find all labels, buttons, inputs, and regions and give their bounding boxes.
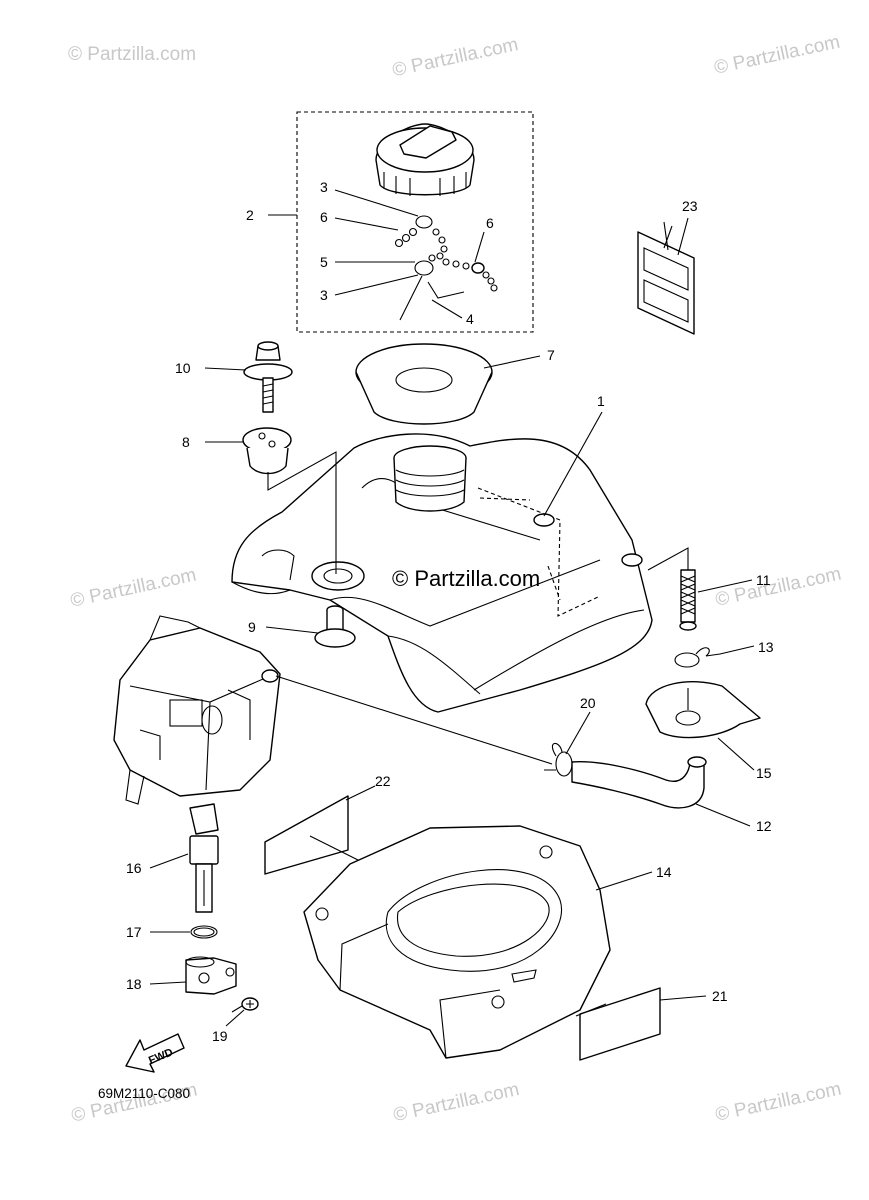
callout-19: 19	[212, 1028, 228, 1044]
leader-23	[677, 217, 689, 256]
callout-21: 21	[712, 988, 728, 1004]
callout-7: 7	[547, 347, 555, 363]
rubber-mount-damper	[242, 427, 292, 475]
callout-23: 23	[682, 198, 698, 214]
callout-13: 13	[758, 639, 774, 655]
warning-label-22	[264, 795, 349, 875]
bolt-with-washer	[243, 341, 293, 413]
callout-6a: 6	[320, 209, 328, 225]
leader-14	[595, 871, 653, 891]
callout-5: 5	[320, 254, 328, 270]
callout-6b: 6	[486, 215, 494, 231]
callout-9: 9	[248, 619, 256, 635]
cap-retaining-chain	[394, 215, 498, 321]
callout-12: 12	[756, 818, 772, 834]
hose-clip-small	[674, 647, 721, 668]
leader-11	[697, 579, 753, 593]
label-21-ref-line	[575, 1003, 607, 1017]
callout-3a: 3	[320, 179, 328, 195]
fuel-tank	[231, 433, 653, 713]
callout-16: 16	[126, 860, 142, 876]
callout-4: 4	[466, 311, 474, 327]
mounting-collar	[314, 605, 356, 648]
leader-18	[149, 981, 187, 985]
leader-6a	[334, 217, 399, 231]
bottom-cowling-cover	[303, 825, 611, 1059]
watermark-bottom-right: © Partzilla.com	[713, 1079, 843, 1126]
callout-labels: 1 2 3 3 4 5 6 6 7 8 9 10 11 12 13 14 15 …	[126, 179, 774, 1044]
warning-label-21	[579, 987, 661, 1061]
watermark-top-left: © Partzilla.com	[68, 44, 196, 65]
leader-19	[225, 1009, 245, 1027]
leader-4	[431, 299, 463, 319]
fuel-cap	[375, 123, 475, 196]
tank-fitting-plate	[645, 680, 761, 739]
caution-label-tag	[637, 221, 695, 335]
watermark-mid-right: © Partzilla.com	[713, 564, 843, 611]
watermark-top-right: © Partzilla.com	[712, 32, 842, 79]
fuel-hose	[571, 756, 707, 809]
leader-15	[717, 737, 755, 771]
callout-2: 2	[246, 207, 254, 223]
label-22-ref-line	[309, 835, 363, 863]
callout-3b: 3	[320, 287, 328, 303]
filler-neck-grommet	[355, 343, 493, 425]
callout-10: 10	[175, 360, 191, 376]
leader-13	[719, 645, 755, 655]
watermark-bottom-center: © Partzilla.com	[392, 1079, 522, 1126]
leader-21	[659, 995, 707, 1001]
callout-14: 14	[656, 864, 672, 880]
callout-20: 20	[580, 695, 596, 711]
leader-7	[483, 355, 541, 369]
callout-17: 17	[126, 924, 142, 940]
strainer-axis-line	[647, 547, 689, 574]
mounting-axis-line	[267, 451, 337, 574]
leader-9	[265, 626, 319, 634]
leader-3b	[334, 274, 419, 296]
choke-holder	[185, 956, 237, 995]
choke-rod	[189, 803, 219, 913]
phillips-screw	[231, 997, 259, 1013]
cap-assembly-group-box	[296, 111, 534, 333]
leader-16	[149, 853, 189, 869]
watermark-top-center: © Partzilla.com	[391, 34, 521, 81]
callout-22: 22	[375, 773, 391, 789]
leader-10	[204, 367, 247, 371]
fuel-line-path	[275, 675, 553, 765]
diagram-code: 69M2110-C080	[98, 1086, 190, 1101]
callout-18: 18	[126, 976, 142, 992]
leader-3a	[334, 189, 419, 217]
leader-22	[345, 785, 376, 801]
callout-1: 1	[597, 393, 605, 409]
leader-20	[565, 711, 591, 755]
callout-15: 15	[756, 765, 772, 781]
callout-8: 8	[182, 434, 190, 450]
fuel-strainer	[679, 569, 697, 631]
leader-12	[695, 803, 751, 827]
carburetor	[113, 615, 281, 805]
callout-11: 11	[756, 572, 771, 588]
center-copyright-mark: © Partzilla.com	[392, 566, 540, 591]
leader-1	[543, 411, 603, 517]
watermark-mid-left: © Partzilla.com	[69, 565, 199, 612]
hose-clip	[544, 742, 573, 777]
leader-6b	[474, 231, 485, 263]
fwd-direction-arrow: FWD	[125, 1033, 185, 1073]
o-ring	[190, 925, 218, 939]
